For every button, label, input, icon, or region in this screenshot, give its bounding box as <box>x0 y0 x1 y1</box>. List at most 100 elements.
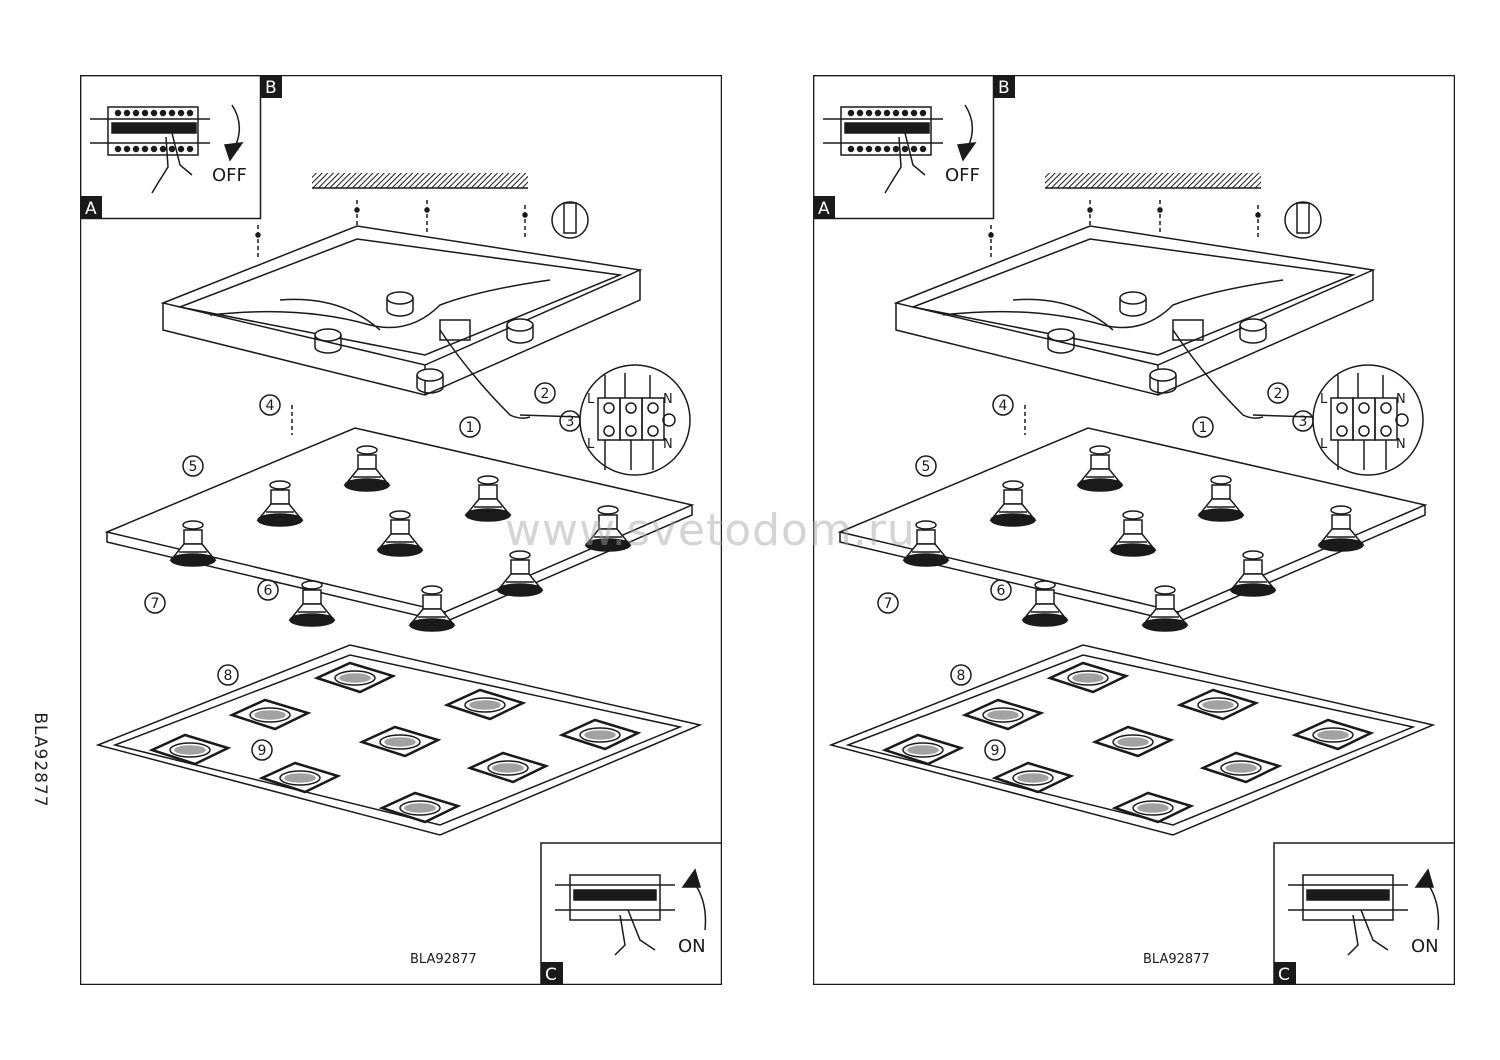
product-code: BLA92877 <box>1143 952 1210 967</box>
mounting-screw-icon <box>424 200 430 235</box>
power-on-inset: ON <box>540 842 722 985</box>
step-marker-6: 6 <box>990 579 1012 601</box>
wall-plug-icon <box>551 201 589 239</box>
svg-text:9: 9 <box>991 743 1000 759</box>
svg-text:3: 3 <box>566 414 575 430</box>
gu10-bulb-icon <box>1229 550 1277 597</box>
spot-recess-icon <box>1091 725 1175 758</box>
hand-icon <box>614 909 656 956</box>
svg-text:L: L <box>587 392 595 407</box>
spot-recess-icon <box>443 688 527 721</box>
gu10-bulb-icon <box>169 520 217 567</box>
svg-text:9: 9 <box>258 743 267 759</box>
watermark: www.svetodom.ru <box>505 505 916 556</box>
svg-text:1: 1 <box>1199 420 1208 436</box>
gu10-bulb-icon <box>256 480 304 527</box>
on-label: ON <box>1411 936 1439 957</box>
svg-text:2: 2 <box>541 386 550 402</box>
step-marker-2: 2 <box>1267 382 1289 404</box>
spot-recess-icon <box>1291 718 1375 751</box>
breaker-icon <box>555 874 675 921</box>
spot-recess-icon <box>466 751 550 784</box>
ground-icon <box>1395 413 1409 427</box>
ceiling-hatch <box>1045 173 1261 189</box>
cover-panel <box>828 644 1436 836</box>
gu10-bulb-icon <box>376 510 424 557</box>
gu10-bulb-icon <box>288 580 336 627</box>
spot-recess-icon <box>228 698 312 731</box>
power-on-inset: ON <box>1273 842 1455 985</box>
label-b: B <box>998 78 1010 98</box>
off-label: OFF <box>945 165 980 186</box>
svg-text:3: 3 <box>1299 414 1308 430</box>
spot-recess-icon <box>258 761 342 794</box>
step-marker-1: 1 <box>1192 416 1214 438</box>
svg-text:4: 4 <box>266 398 275 414</box>
product-code: BLA92877 <box>410 952 477 967</box>
mounting-screw-icon <box>522 205 528 240</box>
hand-icon <box>884 132 926 194</box>
svg-text:7: 7 <box>151 596 160 612</box>
arrow-down-icon <box>964 104 974 148</box>
gu10-bulb-icon <box>1076 445 1124 492</box>
gu10-bulb-icon <box>1141 585 1189 632</box>
mounting-base <box>160 225 643 419</box>
svg-text:6: 6 <box>997 583 1006 599</box>
svg-text:1: 1 <box>466 420 475 436</box>
breaker-icon <box>90 106 210 156</box>
gu10-bulb-icon <box>464 475 512 522</box>
step-marker-3: 3 <box>559 410 581 432</box>
spot-recess-icon <box>1111 791 1195 824</box>
on-label: ON <box>678 936 706 957</box>
label-b: B <box>265 78 277 98</box>
step-marker-9: 9 <box>251 739 273 761</box>
label-c: C <box>1278 965 1290 985</box>
svg-text:N: N <box>663 392 673 407</box>
spot-recess-icon <box>991 761 1075 794</box>
svg-text:8: 8 <box>224 668 233 684</box>
step-marker-9: 9 <box>984 739 1006 761</box>
gu10-bulb-icon <box>408 585 456 632</box>
off-label: OFF <box>212 165 247 186</box>
ceiling-hatch <box>312 173 528 189</box>
hand-icon <box>1347 909 1389 956</box>
gu10-bulb-icon <box>1021 580 1069 627</box>
power-off-inset: OFF <box>80 75 262 220</box>
step-marker-4: 4 <box>259 394 281 416</box>
breaker-icon <box>1288 874 1408 921</box>
power-off-inset: OFF <box>813 75 995 220</box>
mounting-base <box>893 225 1376 419</box>
spot-recess-icon <box>378 791 462 824</box>
spot-recess-icon <box>961 698 1045 731</box>
svg-text:5: 5 <box>922 459 931 475</box>
svg-text:4: 4 <box>999 398 1008 414</box>
svg-text:L: L <box>1320 392 1328 407</box>
svg-text:L: L <box>1320 437 1328 452</box>
mounting-screw-icon <box>1255 205 1261 240</box>
terminal-block-detail: L L N N <box>519 364 691 476</box>
gu10-bulb-icon <box>1109 510 1157 557</box>
step-marker-5: 5 <box>182 455 204 477</box>
gu10-bulb-icon <box>343 445 391 492</box>
step-marker-7: 7 <box>877 592 899 614</box>
gu10-bulb-icon <box>584 505 632 552</box>
gu10-bulb-icon <box>902 520 950 567</box>
arrow-down-icon <box>231 104 241 148</box>
mounting-screw-icon <box>255 225 261 260</box>
svg-text:8: 8 <box>957 668 966 684</box>
gu10-bulb-icon <box>989 480 1037 527</box>
step-marker-8: 8 <box>217 664 239 686</box>
panel-border <box>813 75 1455 985</box>
svg-text:N: N <box>1396 392 1406 407</box>
hand-icon <box>151 132 193 194</box>
breaker-icon <box>823 106 943 156</box>
svg-text:7: 7 <box>884 596 893 612</box>
label-a: A <box>85 199 97 219</box>
wall-plug-icon <box>1284 201 1322 239</box>
svg-text:N: N <box>663 437 673 452</box>
step-marker-8: 8 <box>950 664 972 686</box>
svg-text:2: 2 <box>1274 386 1283 402</box>
spot-recess-icon <box>881 733 965 766</box>
